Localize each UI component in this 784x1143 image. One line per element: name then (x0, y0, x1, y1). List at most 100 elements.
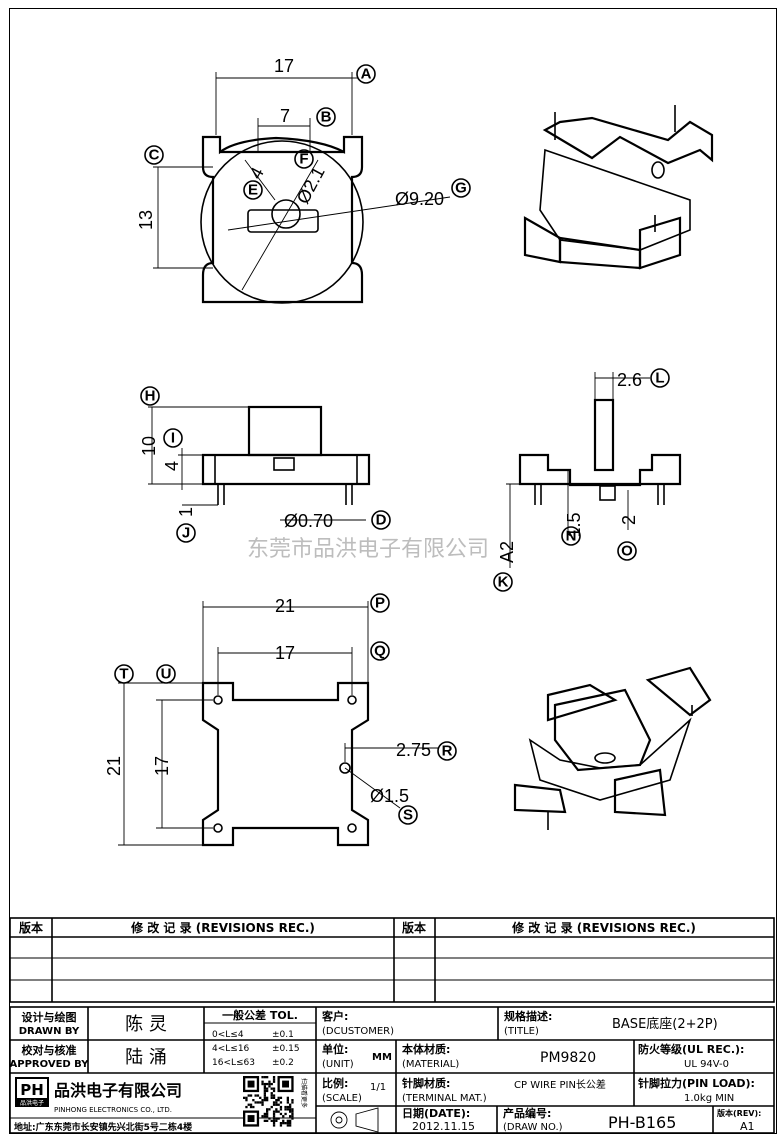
top-height-dim: 13 (136, 210, 156, 230)
terminal-value: CP WIRE PIN长公差 (514, 1078, 606, 1091)
label-A: A (361, 66, 372, 83)
material-value: PM9820 (540, 1050, 596, 1066)
bottom-view-body (201, 681, 370, 847)
fire-rating-value: UL 94V-0 (684, 1059, 729, 1070)
scale-value: 1/1 (370, 1082, 386, 1093)
isometric-bottom-view (513, 666, 712, 830)
company-address: 地址:广东东莞市长安镇先兴北街5号二栋4楼 (14, 1121, 192, 1133)
terminal-label-cn: 针脚材质: (402, 1076, 450, 1090)
unit-value: MM (372, 1052, 392, 1063)
bottom-view: 21 17 21 17 2.75 Ø1.5 P Q T U R S (104, 593, 457, 847)
qr-side-text: 扫描看更多 (300, 1078, 308, 1108)
label-O: O (621, 543, 633, 560)
label-J: J (182, 525, 190, 542)
approver-name: 陆 涌 (125, 1047, 167, 1068)
tol-range-2: 4<L≤16 (212, 1044, 250, 1054)
label-G: G (455, 180, 467, 197)
top-view-center-circle (200, 140, 364, 304)
rev-col-record-right: 修 改 记 录 (REVISIONS REC.) (511, 920, 696, 935)
approver-label-en: APPROVED BY (10, 1059, 90, 1070)
logo-sub: 品洪电子 (20, 1099, 44, 1107)
isometric-top-view (523, 105, 714, 270)
label-N: N (566, 528, 577, 545)
designer-name: 陈 灵 (125, 1014, 167, 1035)
label-P: P (375, 595, 385, 612)
side-view: 2.6 A2 1.5 2 L K N O (493, 368, 682, 592)
material-label-cn: 本体材质: (402, 1042, 450, 1056)
tol-value-3: ±0.2 (272, 1058, 294, 1068)
spec-label-cn: 规格描述: (504, 1009, 552, 1023)
front-pin-dim: 1 (176, 507, 196, 517)
label-I: I (171, 430, 175, 447)
logo-text: PH (20, 1081, 44, 1099)
label-D: D (376, 512, 387, 529)
top-hole-side-dim: 4 (246, 164, 268, 182)
company-name-cn: 品洪电子有限公司 (54, 1081, 182, 1100)
company-logo: PH 品洪电子 (15, 1077, 49, 1107)
pin-load-value: 1.0kg MIN (684, 1093, 734, 1104)
tol-value-2: ±0.15 (272, 1044, 300, 1054)
approver-label-cn: 校对与核准 (22, 1043, 77, 1057)
label-K: K (498, 574, 509, 591)
top-dia-dim: Ø9.20 (395, 189, 444, 209)
watermark-text: 东莞市品洪电子有限公司 (247, 537, 489, 562)
bottom-pitch-v-dim: 17 (152, 756, 172, 776)
customer-label-cn: 客户: (321, 1009, 348, 1023)
front-base-dim: 4 (162, 461, 182, 471)
top-hole-dim: Ø2.1 (293, 163, 329, 207)
spec-label-en: (TITLE) (504, 1026, 539, 1037)
material-label-en: (MATERIAL) (402, 1059, 459, 1070)
label-E: E (248, 182, 258, 199)
bottom-offset-dim: 2.75 (396, 740, 431, 760)
unit-label-en: (UNIT) (322, 1059, 354, 1070)
rev-label: 版本(REV): (716, 1108, 761, 1118)
front-pin-dia-dim: Ø0.70 (284, 511, 333, 531)
top-pitch-dim: 7 (280, 106, 290, 126)
designer-label-cn: 设计与绘图 (22, 1010, 77, 1024)
front-view: 10 4 1 Ø0.70 H I J D (139, 386, 391, 543)
date-label: 日期(DATE): (402, 1106, 470, 1120)
label-T: T (119, 666, 128, 683)
front-height-dim: 10 (139, 436, 159, 456)
rev-col-version-left: 版本 (19, 920, 43, 935)
drawno-label-cn: 产品编号: (503, 1106, 551, 1120)
rev-col-version-right: 版本 (402, 920, 426, 935)
company-name-en: PINHONG ELECTRONICS CO., LTD. (54, 1106, 172, 1114)
bottom-width-dim: 21 (275, 596, 295, 616)
side-slot-dim: 2 (619, 515, 639, 525)
bottom-pitch-dim: 17 (275, 643, 295, 663)
bottom-height-dim: 21 (104, 756, 124, 776)
date-value: 2012.11.15 (412, 1120, 475, 1133)
pin-load-label: 针脚拉力(PIN LOAD): (638, 1076, 755, 1090)
spec-value: BASE底座(2+2P) (612, 1016, 718, 1032)
tolerance-title: 一般公差 TOL. (222, 1008, 298, 1022)
rev-value: A1 (740, 1120, 755, 1133)
label-L: L (655, 370, 664, 387)
drawno-value: PH-B165 (608, 1113, 676, 1132)
bottom-pin-dia-dim: Ø1.5 (370, 786, 409, 806)
customer-label-en: (DCUSTOMER) (322, 1026, 394, 1037)
qr-code (243, 1076, 294, 1127)
label-C: C (149, 147, 160, 164)
tol-value-1: ±0.1 (272, 1030, 294, 1040)
scale-label-en: (SCALE) (322, 1093, 362, 1104)
designer-label-en: DRAWN BY (19, 1026, 80, 1037)
revisions-table: 版本 修 改 记 录 (REVISIONS REC.) 版本 修 改 记 录 (… (9, 917, 775, 1003)
top-view-center-slot (247, 209, 319, 233)
label-B: B (321, 109, 332, 126)
projection-symbol (330, 1107, 379, 1133)
rev-col-record-left: 修 改 记 录 (REVISIONS REC.) (130, 920, 315, 935)
unit-label-cn: 单位: (322, 1042, 348, 1056)
label-F: F (299, 151, 308, 168)
side-pitch-dim: A2 (497, 541, 517, 563)
terminal-label-en: (TERMINAL MAT.) (402, 1093, 487, 1104)
label-U: U (161, 666, 172, 683)
tol-range-3: 16<L≤63 (212, 1058, 255, 1068)
label-S: S (403, 807, 413, 824)
title-block: 设计与绘图 DRAWN BY 陈 灵 校对与核准 APPROVED BY 陆 涌… (9, 1006, 775, 1134)
fire-rating-label: 防火等级(UL REC.): (638, 1042, 744, 1056)
label-Q: Q (374, 643, 386, 660)
label-H: H (145, 388, 156, 405)
